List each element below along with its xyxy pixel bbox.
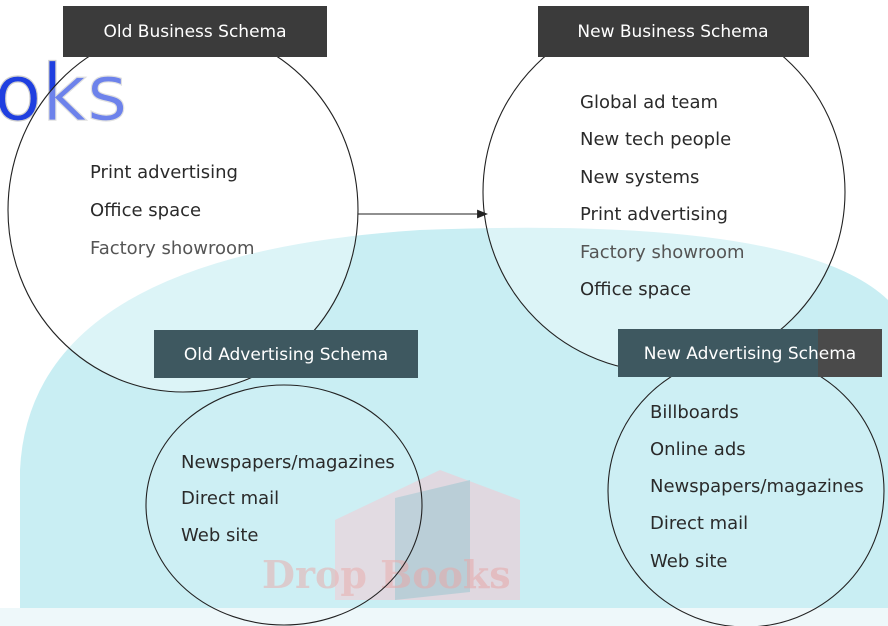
new-business-item: New tech people bbox=[580, 129, 731, 150]
new-business-item: Print advertising bbox=[580, 204, 728, 225]
logo-text: oks bbox=[0, 49, 128, 139]
new-business-header: New Business Schema bbox=[538, 6, 809, 57]
new-business-item: Global ad team bbox=[580, 92, 718, 113]
new-advertising-header: New Advertising Schema bbox=[618, 329, 882, 377]
old-business-title: Old Business Schema bbox=[103, 22, 286, 42]
old-business-item: Office space bbox=[90, 200, 201, 221]
old-advertising-item: Web site bbox=[181, 525, 258, 546]
new-advertising-item: Online ads bbox=[650, 439, 746, 460]
new-advertising-title: New Advertising Schema bbox=[644, 344, 856, 364]
new-business-item: Factory showroom bbox=[580, 242, 745, 263]
old-advertising-circle bbox=[145, 384, 423, 626]
new-business-item: New systems bbox=[580, 167, 699, 188]
old-advertising-title: Old Advertising Schema bbox=[184, 345, 388, 365]
new-business-title: New Business Schema bbox=[577, 22, 768, 42]
old-business-item: Factory showroom bbox=[90, 238, 255, 259]
new-business-item: Office space bbox=[580, 279, 691, 300]
new-advertising-item: Direct mail bbox=[650, 513, 748, 534]
old-advertising-item: Newspapers/magazines bbox=[181, 452, 395, 473]
new-advertising-item: Newspapers/magazines bbox=[650, 476, 864, 497]
new-advertising-item: Web site bbox=[650, 551, 727, 572]
old-business-item: Print advertising bbox=[90, 162, 238, 183]
old-business-header: Old Business Schema bbox=[63, 6, 327, 57]
new-business-circle bbox=[482, 11, 846, 373]
old-advertising-header: Old Advertising Schema bbox=[154, 330, 418, 378]
new-advertising-item: Billboards bbox=[650, 402, 739, 423]
old-advertising-item: Direct mail bbox=[181, 488, 279, 509]
watermark-text: Drop Books bbox=[262, 552, 511, 597]
